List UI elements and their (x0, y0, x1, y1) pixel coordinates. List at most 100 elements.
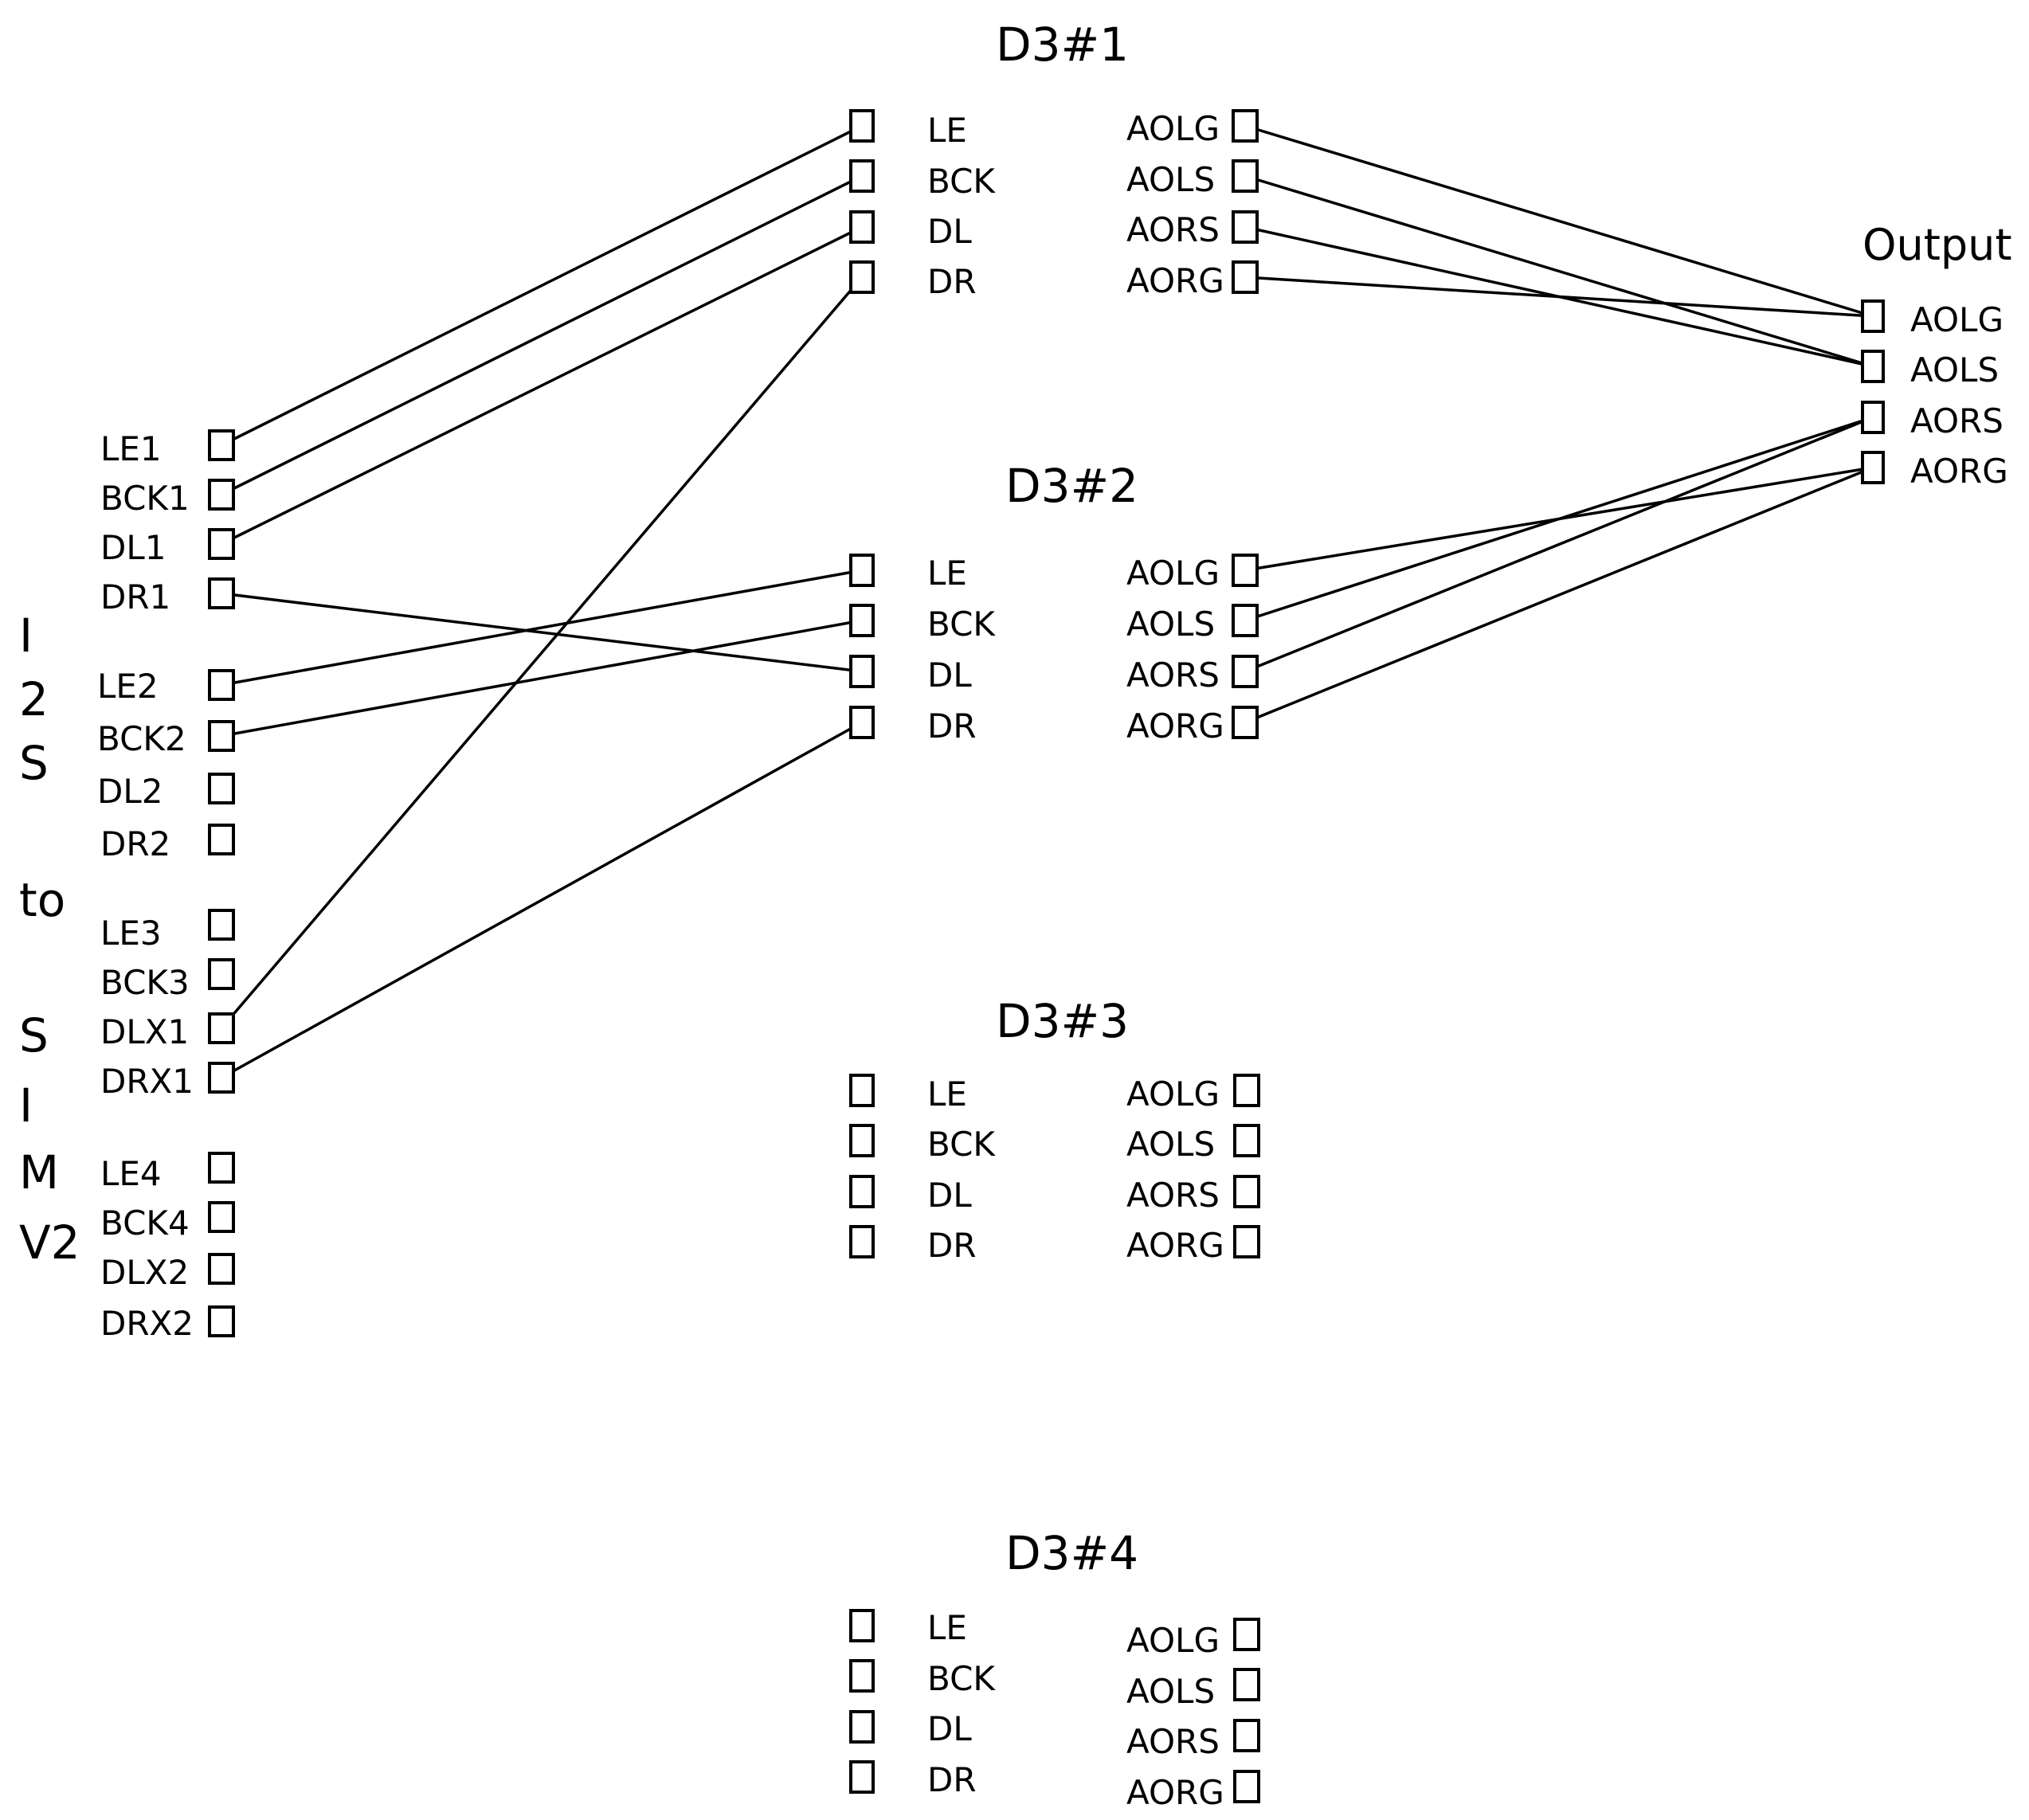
dac-input-label: LE (927, 1074, 967, 1114)
dac-output-label: AOLS (1126, 1125, 1215, 1164)
vertical-title-char: S (19, 736, 49, 790)
dac-output-label: AOLG (1126, 554, 1220, 593)
dac-output-pin (1233, 1074, 1260, 1107)
dac-block-4: D3#4 LE BCK DL DR AOLG AOLS AORS AORG (849, 1526, 1260, 1812)
dac-input-label: BCK (927, 162, 996, 201)
wire (1244, 174, 1874, 368)
vertical-title-char: 2 (19, 672, 49, 726)
wire (221, 174, 863, 496)
dac-input-pin (849, 1659, 875, 1693)
dac-input-pin (849, 210, 875, 244)
input-pin-label: DL2 (97, 772, 163, 811)
dac-output-label: AORS (1126, 656, 1220, 695)
output-pin-label: AOLG (1910, 300, 2004, 339)
input-pin-label: BCK4 (100, 1204, 190, 1243)
dac-input-pin (849, 1609, 875, 1642)
output-pin-label: AORS (1910, 401, 2004, 440)
wire (221, 569, 863, 687)
dac-block-1: D3#1 LE BCK DL DR AOLG AOLS AORS AORG (849, 18, 1259, 301)
dac-input-pin (849, 1710, 875, 1744)
input-pin-label: DR2 (100, 824, 170, 863)
dac-output-label: AOLG (1126, 1074, 1220, 1114)
input-pin-box (208, 577, 235, 609)
dac-title: D3#1 (996, 18, 1129, 72)
dac-input-pin (849, 1074, 875, 1107)
wire (1244, 416, 1874, 673)
input-pin-label: DRX1 (100, 1062, 194, 1101)
input-pin-box (208, 669, 235, 701)
dac-input-label: BCK (927, 1659, 996, 1698)
wire (221, 619, 863, 738)
dac-output-label: AORS (1126, 210, 1220, 249)
vertical-title-char: M (19, 1145, 59, 1200)
dac-block-2: D3#2 LE BCK DL DR AOLG AOLS AORS AORG (849, 459, 1259, 746)
output-pin (1861, 350, 1885, 383)
wire (1244, 466, 1874, 724)
input-pin-label: LE1 (100, 429, 162, 468)
dac-output-label: AOLS (1126, 605, 1215, 644)
output-pin (1861, 451, 1885, 484)
dac-output-pin (1232, 604, 1259, 637)
input-pin-box (208, 824, 235, 855)
input-pin-box (208, 958, 235, 990)
input-pin-label: DLX1 (100, 1012, 189, 1051)
dac-input-pin (849, 1760, 875, 1794)
dac-input-pin (849, 159, 875, 193)
dac-output-pin (1232, 655, 1259, 688)
input-pin-label: LE3 (100, 914, 162, 953)
dac-output-pin (1232, 554, 1259, 587)
input-pin-box (208, 528, 235, 560)
dac-output-label: AORG (1126, 1773, 1224, 1812)
dac-output-label: AORG (1126, 261, 1224, 300)
vertical-title: I 2 S to S I M V2 (19, 609, 80, 1270)
input-pin-box (208, 1253, 235, 1285)
vertical-title-char: I (19, 1078, 33, 1133)
dac-title: D3#2 (1005, 459, 1138, 513)
input-pin-box (208, 1062, 235, 1094)
input-pin-box (208, 429, 235, 461)
dac-input-label: DL (927, 656, 972, 695)
dac-input-pin (849, 1175, 875, 1208)
input-pin-label: DL1 (100, 528, 166, 567)
dac-output-label: AOLS (1126, 160, 1215, 199)
dac-output-pin (1232, 260, 1259, 294)
wire (1244, 124, 1874, 318)
wire (221, 592, 863, 673)
dac-output-label: AORG (1126, 1226, 1224, 1265)
dac-input-label: BCK (927, 1125, 996, 1164)
wire (221, 225, 863, 546)
dac-output-pin (1233, 1225, 1260, 1258)
output-title: Output (1863, 220, 2012, 270)
wire (221, 721, 863, 1079)
dac-output-label: AORS (1126, 1722, 1220, 1761)
output-pin (1861, 299, 1885, 333)
output-pin-label: AOLS (1910, 350, 1999, 389)
dac-input-label: LE (927, 554, 967, 593)
dac-input-label: DR (927, 706, 977, 746)
dac-output-label: AOLG (1126, 109, 1220, 148)
dac-input-pin (849, 655, 875, 688)
vertical-title-char: S (19, 1008, 49, 1063)
dac-input-pin (849, 554, 875, 587)
vertical-title-char: I (19, 609, 33, 663)
input-pin-column: LE1 BCK1 DL1 DR1 LE2 BCK2 DL2 DR2 LE3 BC… (97, 429, 235, 1343)
input-pin-label: LE2 (97, 667, 159, 706)
input-pin-label: BCK2 (97, 719, 186, 758)
dac-output-pin (1232, 159, 1259, 193)
dac-output-pin (1232, 109, 1259, 143)
input-pin-box (208, 909, 235, 941)
output-pin-label: AORG (1910, 452, 2008, 491)
input-pin-box (208, 1012, 235, 1044)
dac-input-label: DR (927, 1760, 977, 1799)
wire (1244, 276, 1874, 318)
dac-input-label: DL (927, 212, 972, 251)
output-block: Output AOLG AOLS AORS AORG (1861, 220, 2012, 491)
wire (221, 124, 863, 447)
dac-input-pin (849, 109, 875, 143)
input-pin-label: DLX2 (100, 1253, 189, 1292)
input-pin-box (208, 1305, 235, 1337)
wire (1244, 416, 1874, 622)
dac-output-pin (1233, 1124, 1260, 1157)
dac-output-label: AORS (1126, 1176, 1220, 1215)
